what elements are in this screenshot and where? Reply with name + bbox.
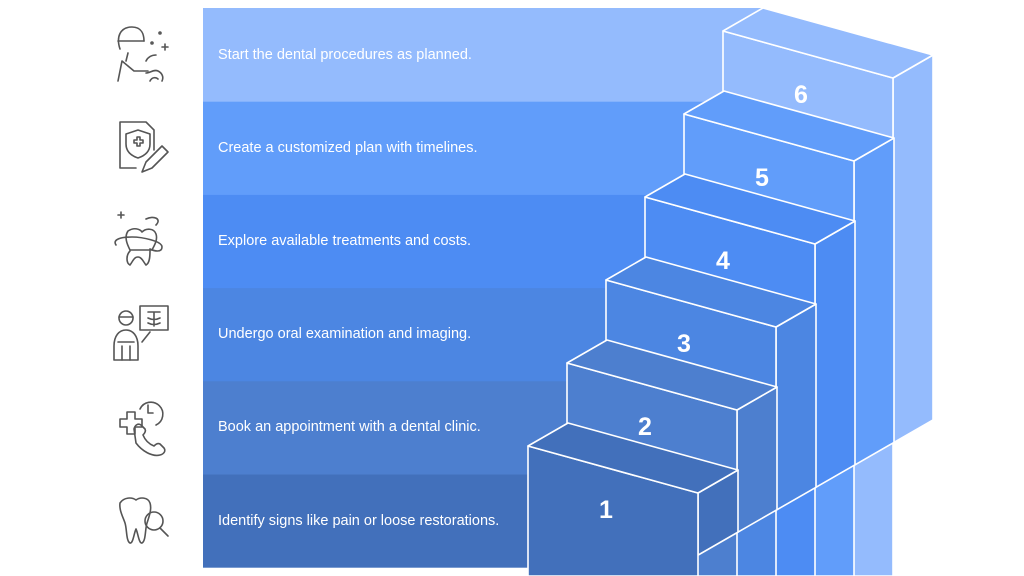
step-top-face [683, 90, 895, 162]
step-band-6 [203, 8, 763, 102]
step-top-face [722, 7, 934, 79]
step-top-face [566, 339, 778, 411]
step-side-face [775, 303, 817, 512]
step-number-5: 5 [755, 164, 769, 192]
step-number-4: 4 [716, 247, 730, 275]
step-number-1: 1 [599, 496, 613, 524]
step-side-face [853, 137, 895, 467]
step-label-4: Explore available treatments and costs. [218, 233, 472, 249]
medical-plan-pen-icon [106, 112, 178, 184]
step-label-5: Create a customized plan with timelines. [218, 139, 478, 156]
tooth-orbit-icon [106, 205, 178, 277]
step-label-6: Start the dental procedures as planned. [218, 46, 472, 63]
step-label-2: Book an appointment with a dental clinic… [218, 419, 481, 436]
dentist-procedure-icon [106, 19, 178, 91]
tooth-search-icon [106, 485, 178, 557]
step-side-face [736, 386, 778, 534]
step-side-face [892, 54, 934, 444]
step-label-1: Identify signs like pain or loose restor… [218, 512, 500, 529]
medical-phone-clock-icon [106, 391, 178, 463]
dentist-xray-icon [106, 298, 178, 370]
step-side-face [814, 220, 856, 489]
step-number-3: 3 [677, 330, 691, 358]
step-block-1: 1 [527, 422, 739, 576]
step-band-5 [203, 101, 763, 195]
step-top-face [605, 256, 817, 328]
step-top-face [644, 173, 856, 245]
step-label-3: Undergo oral examination and imaging. [218, 326, 472, 343]
step-top-face [527, 422, 739, 494]
step-number-6: 6 [794, 81, 808, 109]
step-number-2: 2 [638, 413, 652, 441]
